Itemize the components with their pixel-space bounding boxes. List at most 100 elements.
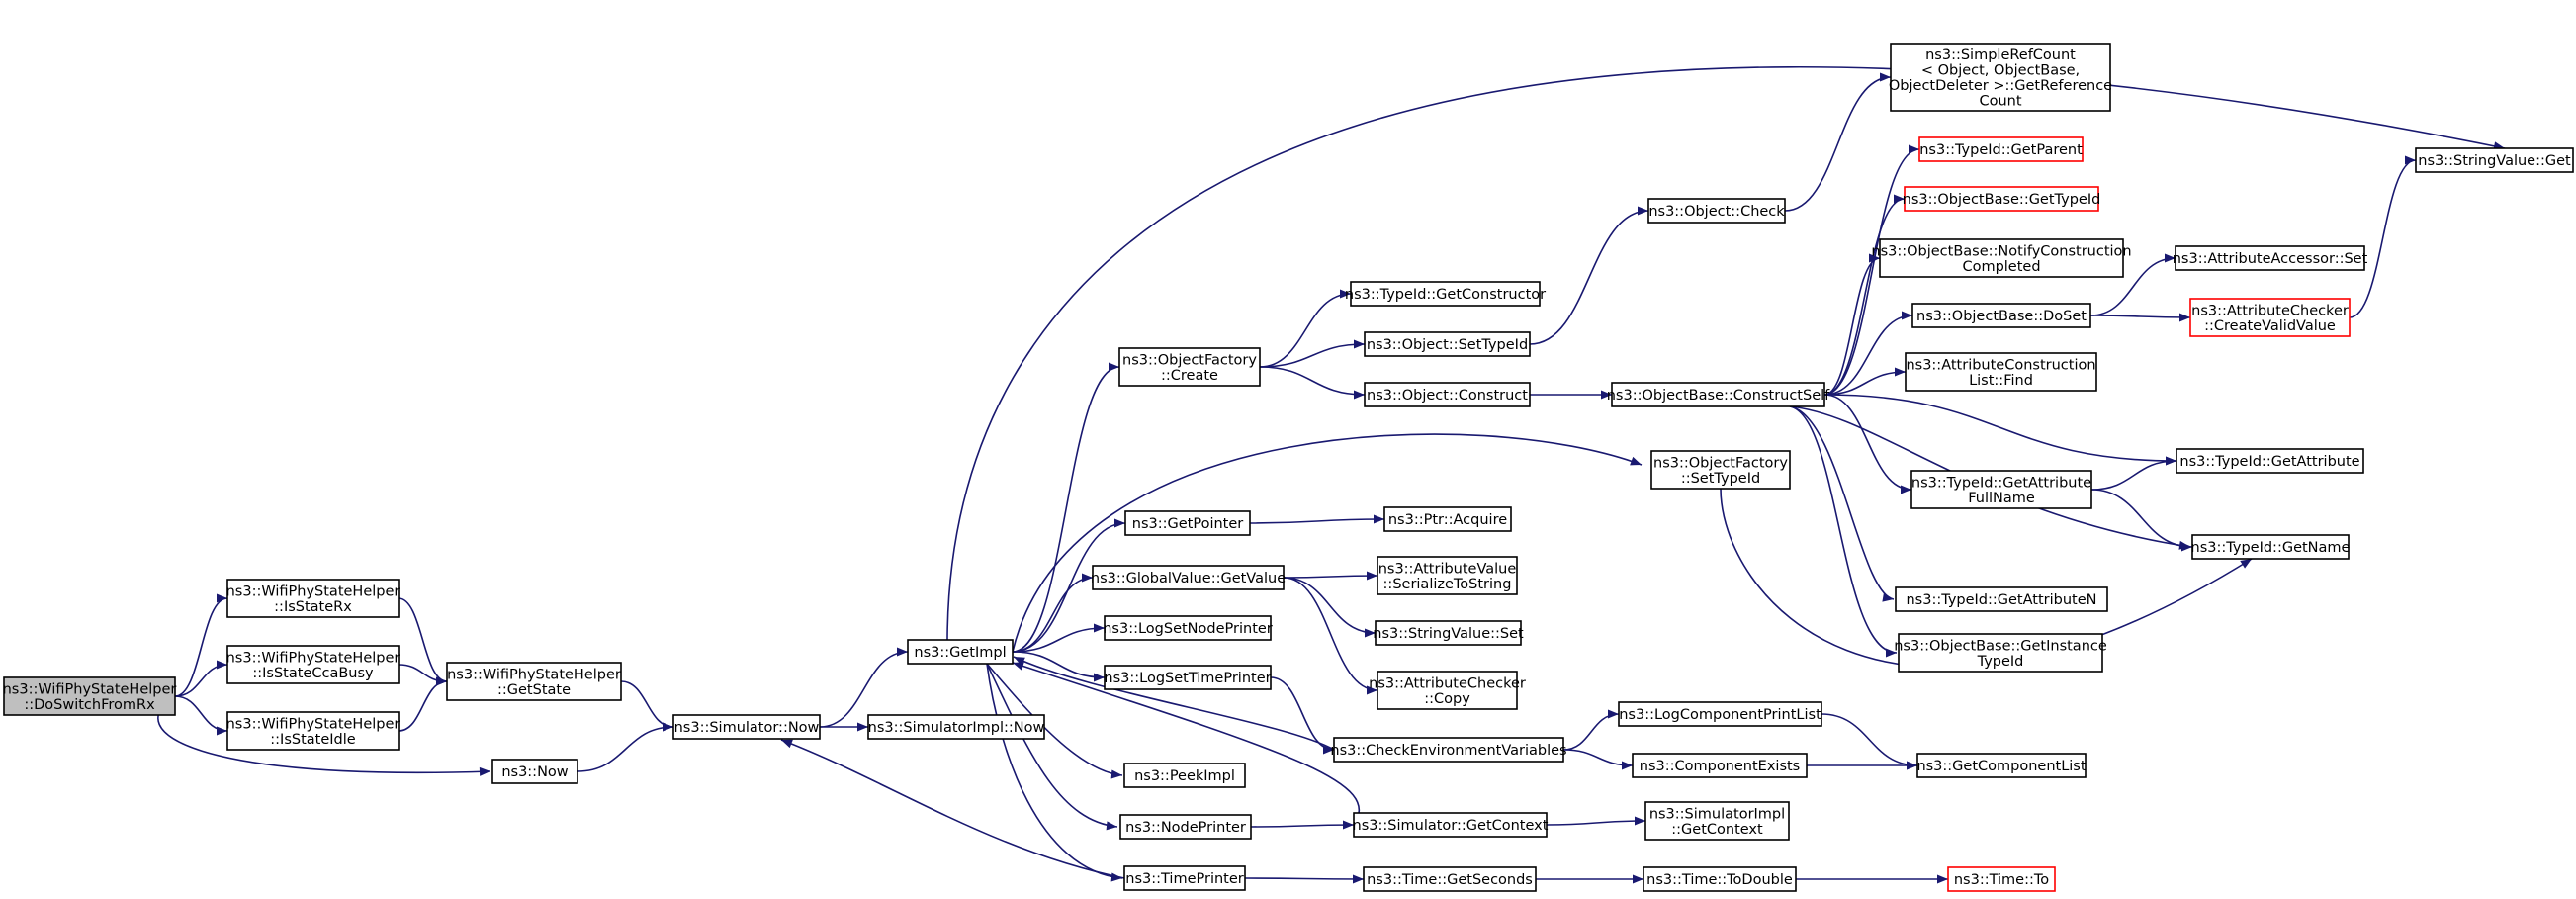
node-timegetseconds[interactable]: ns3::Time::GetSeconds [1363,866,1537,892]
node-getcomponentlist[interactable]: ns3::GetComponentList [1916,753,2087,778]
node-label: ns3::AttributeConstruction [1906,357,2095,373]
node-label: ns3::ObjectBase::GetTypeId [1903,192,2101,208]
node-simgetcontext[interactable]: ns3::Simulator::GetContext [1353,812,1549,838]
node-label: ObjectDeleter >::GetReference [1889,78,2112,94]
edge-objcheck-to-srcgetrefcount [1784,76,1892,212]
edge-getimpl-to-ofcreate [1012,366,1120,653]
node-box [1904,186,2099,212]
node-box [1643,866,1797,892]
node-objcheck[interactable]: ns3::Object::Check [1647,198,1786,224]
node-componentexists[interactable]: ns3::ComponentExists [1632,753,1808,778]
node-simnow[interactable]: ns3::Simulator::Now [672,714,821,740]
node-tidgetattribute[interactable]: ns3::TypeId::GetAttribute [2176,448,2364,474]
arrowhead [436,676,447,686]
node-box [2175,245,2365,271]
node-ofcreate[interactable]: ns3::ObjectFactory::Create [1118,347,1261,387]
node-aaset[interactable]: ns3::AttributeAccessor::Set [2173,245,2368,271]
node-doswitchfromrx[interactable]: ns3::WifiPhyStateHelper::DoSwitchFromRx [3,676,177,716]
node-label: < Object, ObjectBase, [1921,62,2080,78]
arrowhead [1094,673,1105,682]
arrowhead [217,660,227,670]
node-logsettimeprinter[interactable]: ns3::LogSetTimePrinter [1104,665,1272,690]
node-label: ns3::ComponentExists [1640,759,1801,774]
edge-simnow-to-getimpl [819,651,909,728]
node-tidgetconstructor[interactable]: ns3::TypeId::GetConstructor [1345,281,1546,307]
node-ptracquire[interactable]: ns3::Ptr::Acquire [1383,506,1512,532]
node-getpointer[interactable]: ns3::GetPointer [1124,510,1251,536]
node-obgettypeid[interactable]: ns3::ObjectBase::GetTypeId [1903,186,2101,212]
arrowhead [1622,761,1633,770]
node-timeto[interactable]: ns3::Time::To [1947,866,2056,892]
arrowhead [1082,573,1093,583]
node-obnotify[interactable]: ns3::ObjectBase::NotifyConstructionCompl… [1871,238,2132,278]
node-gvgetvalue[interactable]: ns3::GlobalValue::GetValue [1091,565,1286,590]
node-timetodouble[interactable]: ns3::Time::ToDouble [1643,866,1797,892]
node-box [907,639,1014,665]
node-checkenv[interactable]: ns3::CheckEnvironmentVariables [1330,737,1567,763]
node-obdoset[interactable]: ns3::ObjectBase::DoSet [1911,303,2091,328]
node-label: ns3::TypeId::GetConstructor [1345,287,1546,303]
node-svset[interactable]: ns3::StringValue::Set [1373,620,1524,646]
node-timeprinter[interactable]: ns3::TimePrinter [1123,865,1246,891]
node-logcomponentprintlist[interactable]: ns3::LogComponentPrintList [1618,701,1822,727]
edge-gvgetvalue-to-svset [1283,577,1377,634]
arrowhead [2166,456,2176,466]
arrowhead [1902,311,1912,320]
node-accopy[interactable]: ns3::AttributeChecker::Copy [1369,671,1526,710]
node-label: ns3::Object::Check [1648,204,1785,220]
node-label: List::Find [1969,373,2033,389]
arrowhead [1114,518,1125,528]
node-label: ns3::ObjectFactory [1122,352,1257,368]
node-isstateccabusy[interactable]: ns3::WifiPhyStateHelper::IsStateCcaBusy [226,645,400,684]
node-logsetnodeprinter[interactable]: ns3::LogSetNodePrinter [1103,615,1273,641]
node-ofsettypeid[interactable]: ns3::ObjectFactory::SetTypeId [1650,450,1791,490]
node-tidgetname[interactable]: ns3::TypeId::GetName [2191,534,2351,560]
node-label: ::Copy [1424,691,1470,707]
node-label: ns3::GetPointer [1132,516,1244,532]
node-box [1383,506,1512,532]
node-label: ns3::TypeId::GetName [2191,540,2351,556]
node-label: ns3::WifiPhyStateHelper [226,584,400,599]
arrowhead [1608,709,1619,719]
node-svget[interactable]: ns3::StringValue::Get [2415,147,2574,173]
node-now[interactable]: ns3::Now [491,759,578,784]
edge-gvgetvalue-to-accopy [1283,577,1378,691]
node-label: FullName [1968,491,2035,506]
node-getstate[interactable]: ns3::WifiPhyStateHelper::GetState [446,662,622,701]
edge-checkenv-to-getimpl [1013,656,1335,751]
edge-isstaterx-to-getstate [398,597,448,682]
node-label: ns3::TimePrinter [1125,871,1244,887]
edge-getimpl-to-logsettimeprinter [1012,651,1106,678]
node-srcgetrefcount[interactable]: ns3::SimpleRefCount< Object, ObjectBase,… [1889,43,2112,112]
arrowhead [1110,769,1122,779]
node-obconstructself[interactable]: ns3::ObjectBase::ConstructSelf [1607,382,1830,407]
node-label: TypeId [1977,654,2024,670]
node-objconstruct[interactable]: ns3::Object::Construct [1364,382,1531,407]
node-nodeprinter[interactable]: ns3::NodePrinter [1119,814,1252,840]
node-getimpl[interactable]: ns3::GetImpl [907,639,1014,665]
node-label: ns3::Now [501,764,568,780]
node-label: ns3::StringValue::Get [2418,153,2571,169]
node-box [1898,633,2103,673]
node-avserialize[interactable]: ns3::AttributeValue::SerializeToString [1377,556,1518,595]
node-simimplgetcontext[interactable]: ns3::SimulatorImpl::GetContext [1644,801,1790,841]
node-label: ns3::TypeId::GetAttribute [2179,454,2359,470]
node-tidgetparent[interactable]: ns3::TypeId::GetParent [1918,136,2084,162]
node-label: ns3::Simulator::Now [674,720,820,736]
edge-ofcreate-to-objconstruct [1259,366,1366,396]
edge-now-to-simnow [577,726,674,772]
node-label: ns3::Ptr::Acquire [1388,512,1507,528]
node-isstateidle[interactable]: ns3::WifiPhyStateHelper::IsStateIdle [226,711,400,751]
node-tidgetattrn[interactable]: ns3::TypeId::GetAttributeN [1895,586,2108,612]
node-objsettypeid[interactable]: ns3::Object::SetTypeId [1364,331,1531,357]
arrowhead [217,726,227,736]
node-box [1905,352,2097,392]
node-box [2191,534,2350,560]
node-isstaterx[interactable]: ns3::WifiPhyStateHelper::IsStateRx [226,579,400,618]
node-peekimpl[interactable]: ns3::PeekImpl [1123,763,1246,788]
node-simimplnow[interactable]: ns3::SimulatorImpl::Now [867,714,1045,740]
node-accreatevalid[interactable]: ns3::AttributeChecker::CreateValidValue [2189,298,2351,337]
